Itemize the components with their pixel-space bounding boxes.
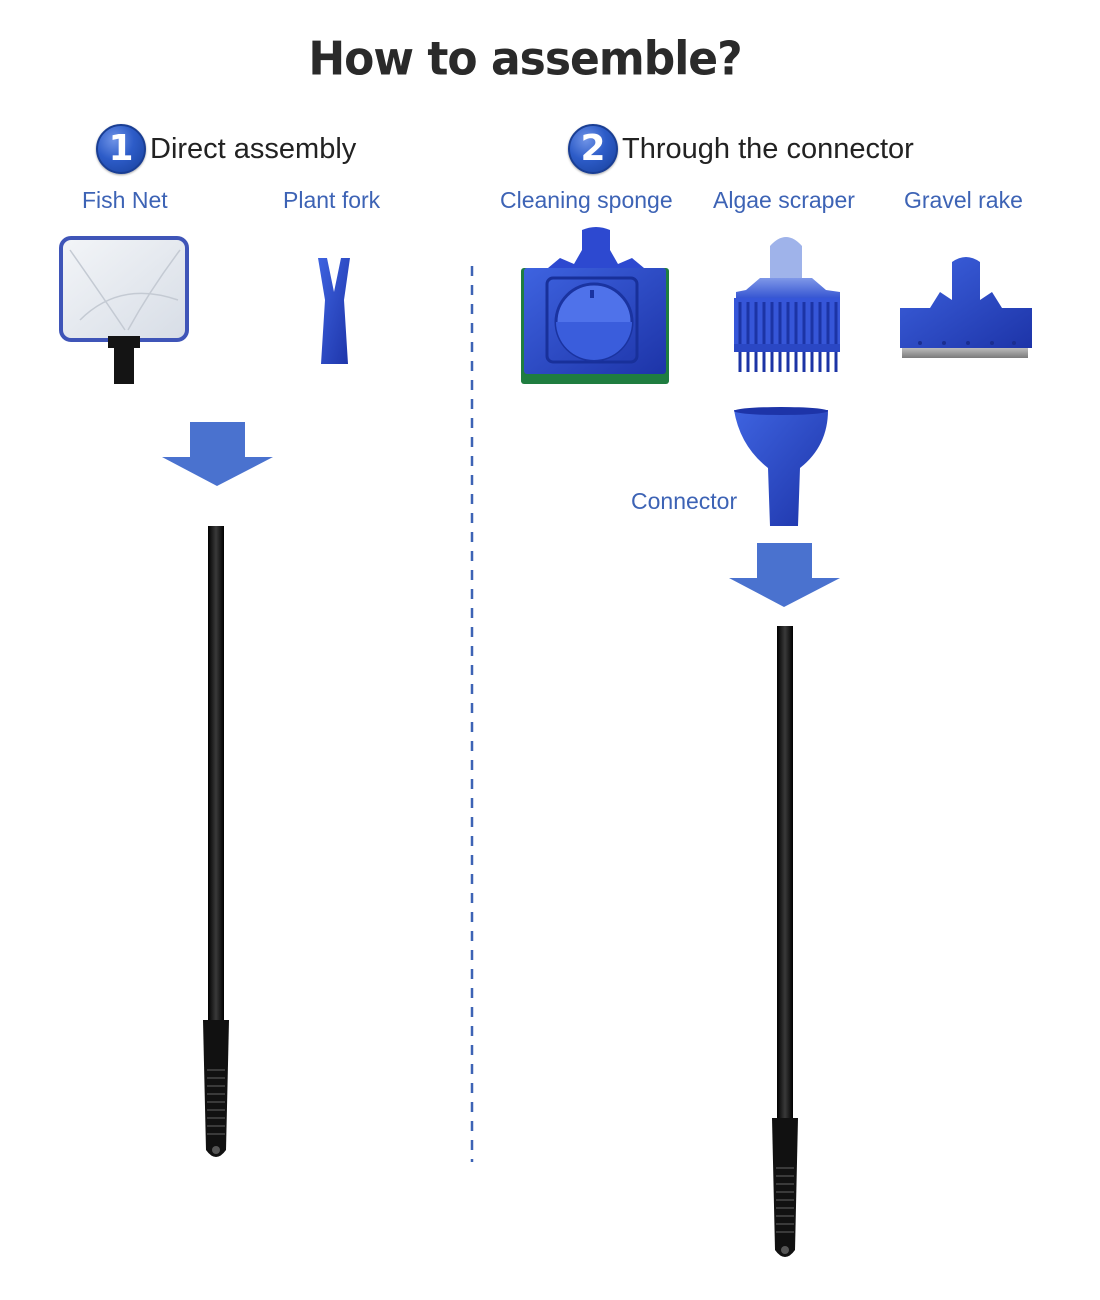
connector-icon <box>734 407 828 526</box>
pole-left-icon <box>203 526 229 1157</box>
label-cleaning-sponge: Cleaning sponge <box>500 187 673 213</box>
plant-fork-icon <box>318 258 350 364</box>
label-fish-net: Fish Net <box>82 187 168 213</box>
arrow-down-right-icon <box>729 543 840 607</box>
step-2-badge: 2 <box>568 124 618 174</box>
section-connector-label: Through the connector <box>622 132 914 165</box>
pole-right-icon <box>772 626 798 1257</box>
label-connector: Connector <box>631 488 738 514</box>
label-algae-scraper: Algae scraper <box>713 187 855 213</box>
algae-scraper-icon <box>734 237 840 372</box>
step-1-badge: 1 <box>96 124 146 174</box>
label-plant-fork: Plant fork <box>283 187 381 213</box>
page-title: How to assemble? <box>308 32 742 87</box>
label-gravel-rake: Gravel rake <box>904 187 1023 213</box>
section-direct-assembly-label: Direct assembly <box>150 132 357 165</box>
fish-net-icon <box>59 236 189 384</box>
cleaning-sponge-icon <box>521 227 669 384</box>
section-connector-header: 2 Through the connector <box>568 124 914 174</box>
arrow-down-left-icon <box>162 422 273 486</box>
section-direct-assembly-header: 1 Direct assembly <box>96 124 356 174</box>
gravel-rake-icon <box>900 257 1032 358</box>
